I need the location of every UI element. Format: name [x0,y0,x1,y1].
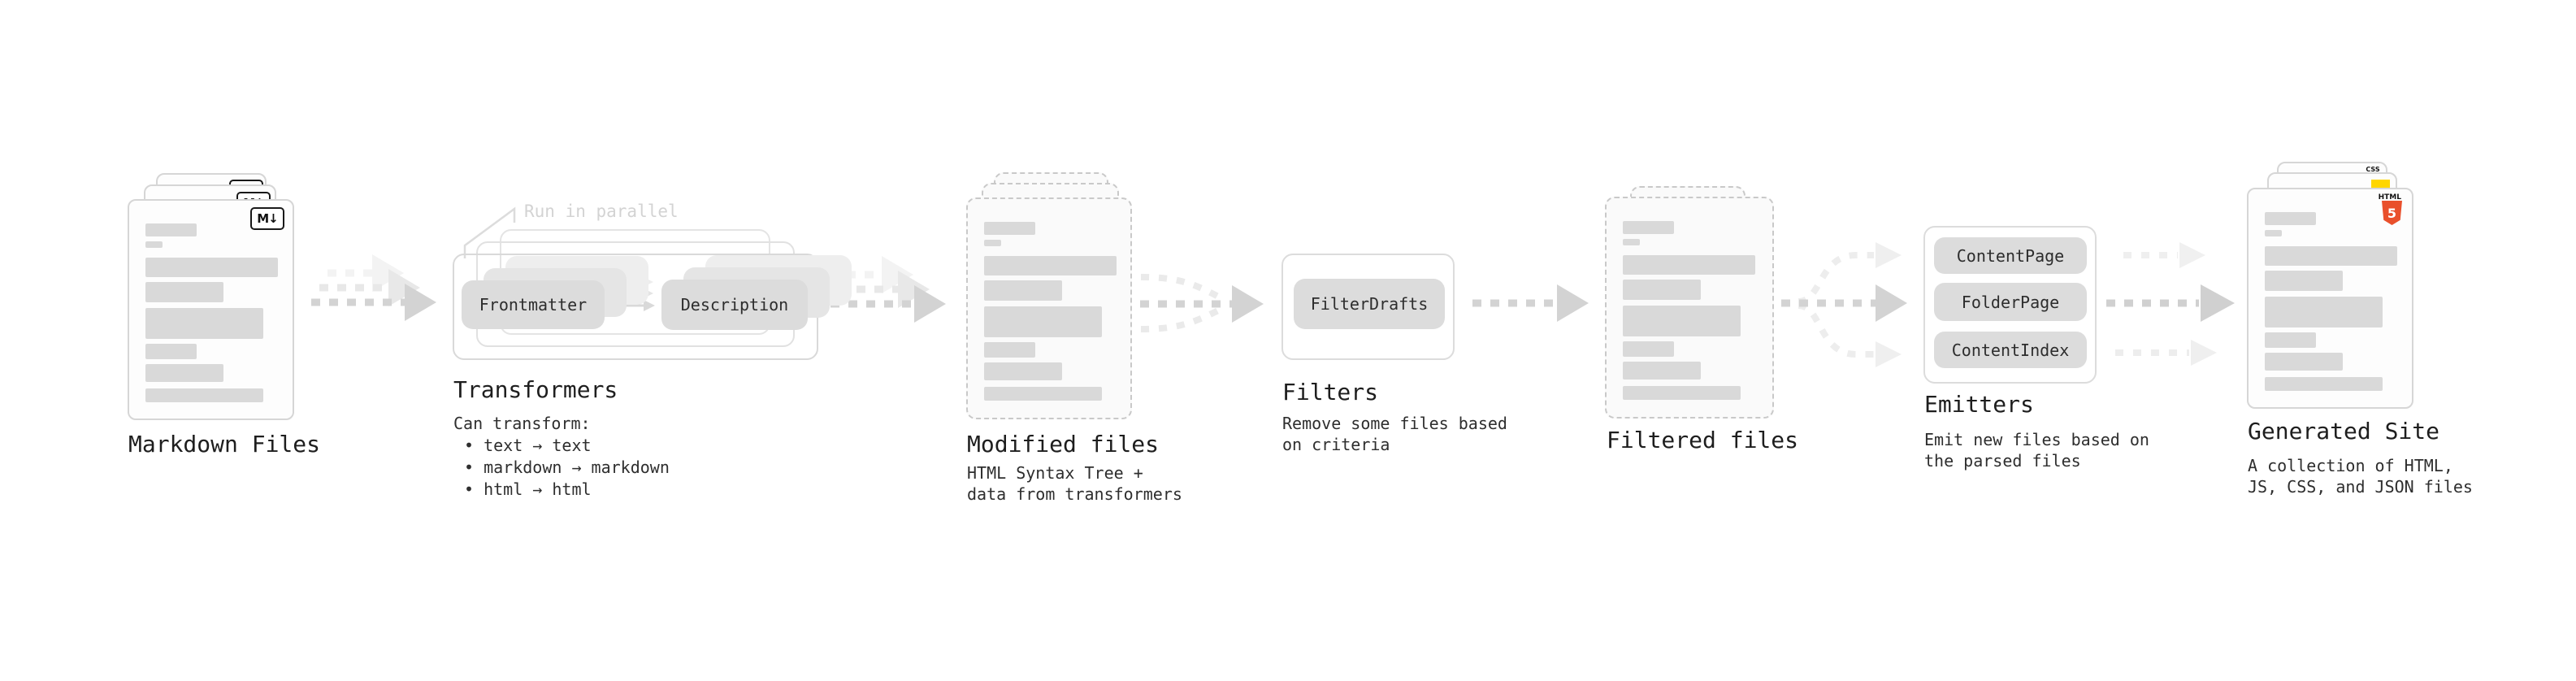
transformers-label: Transformers [453,376,618,403]
filtered-files-label: Filtered files [1607,427,1799,453]
modified-files-label: Modified files [967,431,1160,458]
html5-icon-label: HTML [2378,193,2401,202]
document-placeholder-text [1607,198,1772,400]
folderpage-pill: FolderPage [1934,283,2087,321]
markdown-files-stack: M↓ M↓ M↓ [128,173,294,420]
document-placeholder-text [129,201,293,402]
generated-site-stack: CSS HTML 5 [2247,162,2413,409]
generated-desc-line1: A collection of HTML, [2248,456,2453,475]
markdown-file-card-front: M↓ [128,199,294,420]
transform-bullet-markdown: • markdown → markdown [464,458,670,477]
arrow-modified-to-filters [1140,274,1264,332]
generated-desc-line2: JS, CSS, and JSON files [2248,477,2473,497]
transformers-note: Can transform: • text → text • markdown … [453,413,670,501]
markdown-files-label: Markdown Files [128,431,321,458]
transform-bullet-text: • text → text [464,436,592,455]
document-placeholder-text [2249,189,2412,391]
filters-desc-line1: Remove some files based [1282,414,1507,433]
emitters-desc-line2: the parsed files [1924,451,2081,471]
arrow-markdown-to-transformers [311,254,436,321]
document-placeholder-text [968,199,1130,401]
description-pill: Description [661,280,808,330]
emitters-desc-line1: Emit new files based on [1924,430,2149,449]
filtered-file-card-front [1605,197,1774,419]
filters-desc-line2: on criteria [1282,435,1390,454]
frontmatter-pill: Frontmatter [462,280,605,329]
generated-site-description: A collection of HTML, JS, CSS, and JSON … [2248,455,2473,497]
arrow-filtered-to-emitters [1781,242,1907,367]
modified-files-description: HTML Syntax Tree + data from transformer… [967,462,1182,505]
filters-description: Remove some files based on criteria [1282,413,1507,455]
filtered-files-stack [1605,186,1774,419]
contentindex-pill: ContentIndex [1934,332,2087,368]
run-in-parallel-annotation: Run in parallel [524,202,679,221]
contentpage-pill: ContentPage [1934,237,2087,274]
filterdrafts-pill: FilterDrafts [1294,279,1445,329]
modified-desc-line2: data from transformers [967,484,1182,504]
emitters-label: Emitters [1924,391,2034,418]
transform-bullet-html: • html → html [464,479,592,499]
markdown-icon: M↓ [250,207,284,230]
emitters-description: Emit new files based on the parsed files [1924,429,2149,471]
modified-files-stack [966,172,1132,419]
css-icon-text: CSS [2366,166,2380,173]
filters-label: Filters [1282,379,1379,406]
arrow-emitters-to-generated [2106,242,2235,366]
html-file-card: HTML 5 [2247,188,2413,409]
generated-site-label: Generated Site [2248,418,2440,445]
modified-file-card-front [966,197,1132,419]
transformers-note-title: Can transform: [453,414,591,433]
js-icon [2371,180,2390,189]
modified-desc-line1: HTML Syntax Tree + [967,463,1143,483]
arrow-filters-to-filtered [1472,284,1589,322]
